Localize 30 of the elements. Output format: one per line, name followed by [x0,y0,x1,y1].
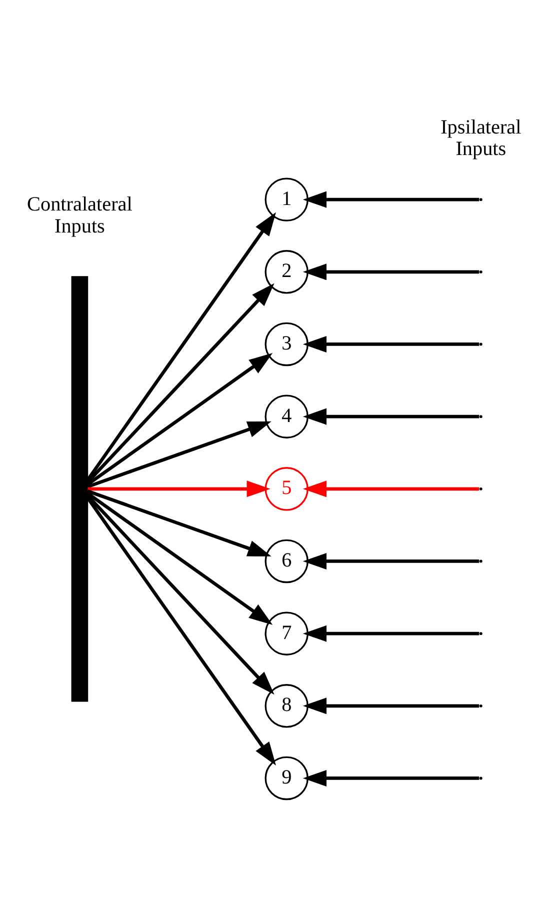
node-circle: 5 [264,466,308,510]
arrow [86,492,273,624]
arrow [87,489,272,556]
arrow [302,769,480,786]
arrow [86,282,274,483]
arrow [302,552,480,569]
arrow [302,408,480,424]
node-circle: 8 [264,684,308,728]
arrow [302,480,480,497]
arrow [302,697,480,714]
node-circle: 7 [264,611,308,655]
arrow [302,624,480,642]
arrow [86,496,276,766]
arrow [302,263,480,280]
arrow [86,494,274,694]
node-circle: 2 [264,250,308,294]
node-circle: 6 [264,538,308,583]
node-circle: 3 [264,322,308,366]
arrow [87,420,272,488]
arrow [88,480,270,497]
label: Contralateral Inputs [27,193,132,238]
node-bar [71,276,88,702]
arrow [302,335,480,352]
node-circle: 4 [264,394,308,438]
node-circle: 1 [264,177,308,221]
arrow [86,352,273,486]
arrow [302,190,480,208]
label: Ipsilateral Inputs [440,116,522,160]
arrow [86,212,276,480]
node-circle: 9 [264,756,308,800]
